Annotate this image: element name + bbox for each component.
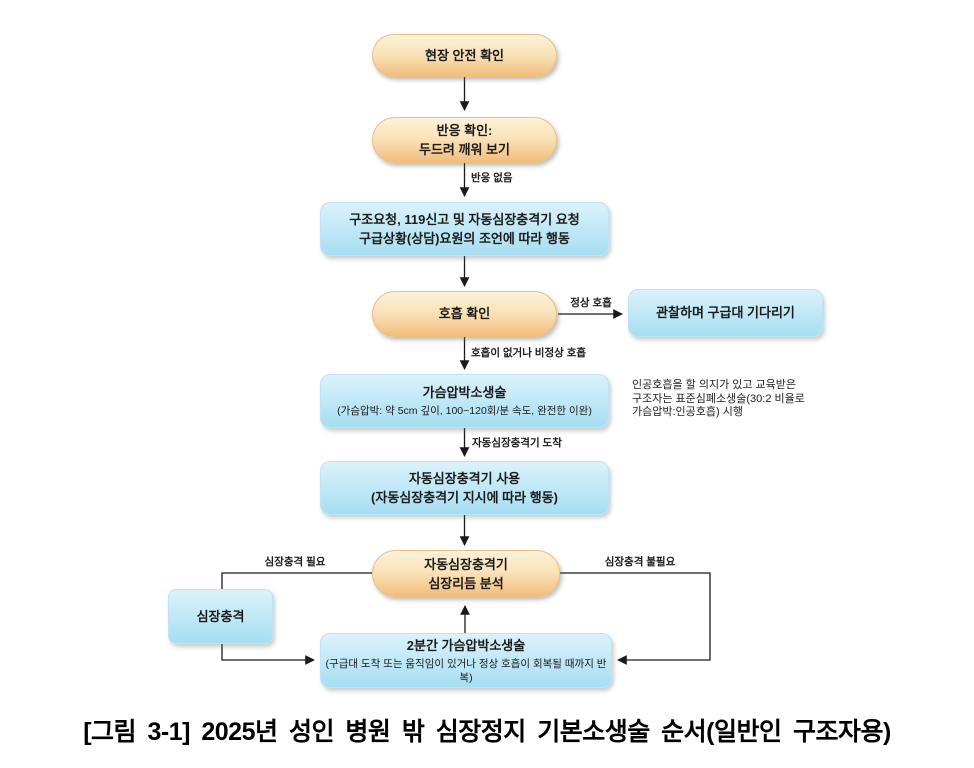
node-chest-compression-subtitle: (가슴압박: 약 5cm 깊이, 100~120회/분 속도, 완전한 이완): [337, 405, 592, 417]
node-aed-use: 자동심장충격기 사용 (자동심장충격기 지시에 따라 행동): [320, 461, 609, 515]
node-rhythm-analysis-line1: 자동심장충격기: [424, 556, 508, 572]
node-call-for-help-line1: 구조요청, 119신고 및 자동심장충격기 요청: [349, 212, 580, 227]
side-note-rescue-breathing: 인공호흡을 할 의지가 있고 교육받은 구조자는 표준심폐소생술(30:2 비율…: [632, 379, 874, 420]
node-chest-compression: 가슴압박소생술 (가슴압박: 약 5cm 깊이, 100~120회/분 속도, …: [320, 374, 609, 428]
node-rhythm-analysis: 자동심장충격기 심장리듬 분석: [372, 550, 560, 597]
side-note-line2: 구조자는 표준심폐소생술(30:2 비율로: [632, 392, 805, 405]
node-call-for-help: 구조요청, 119신고 및 자동심장충격기 요청 구급상황(상담)요원의 조언에…: [320, 202, 609, 256]
edge-label-normal-breathing: 정상 호흡: [570, 297, 612, 309]
edge-shock-not-needed-path: [560, 572, 711, 665]
node-breathing-check: 호흡 확인: [372, 291, 557, 337]
node-call-for-help-line2: 구급상황(상담)요원의 조언에 따라 행동: [359, 231, 570, 246]
side-note-line1: 인공호흡을 할 의지가 있고 교육받은: [632, 379, 797, 391]
node-response-check-line1: 반응 확인:: [436, 123, 493, 138]
figure-caption: [그림 3-1] 2025년 성인 병원 밖 심장정지 기본소생술 순서(일반인…: [83, 718, 891, 746]
node-scene-safety: 현장 안전 확인: [372, 34, 557, 77]
node-chest-compression-title: 가슴압박소생술: [422, 385, 507, 400]
edge-label-shock-not-needed: 심장충격 불필요: [604, 556, 676, 568]
node-scene-safety-label: 현장 안전 확인: [425, 47, 504, 63]
edge-label-shock-needed: 심장충격 필요: [264, 556, 326, 568]
side-note-line3: 가슴압박:인공호흡) 시행: [632, 406, 743, 418]
node-aed-use-line2: (자동심장충격기 지시에 따라 행동): [371, 490, 558, 505]
node-shock: 심장충격: [168, 589, 273, 644]
node-rhythm-analysis-line2: 심장리듬 분석: [428, 575, 504, 591]
node-response-check-line2: 두드려 깨워 보기: [419, 142, 510, 157]
node-cpr-two-min: 2분간 가슴압박소생술 (구급대 도착 또는 움직임이 있거나 정상 호흡이 회…: [320, 633, 612, 688]
node-response-check: 반응 확인: 두드려 깨워 보기: [372, 117, 557, 163]
edge-label-no-or-abnormal-breathing: 호흡이 없거나 비정상 호흡: [471, 347, 587, 359]
node-cpr-two-min-subtitle: (구급대 도착 또는 움직임이 있거나 정상 호흡이 회복될 때까지 반복): [325, 657, 607, 684]
node-aed-use-line1: 자동심장충격기 사용: [408, 471, 521, 486]
edge-label-aed-arrival: 자동심장충격기 도착: [472, 437, 562, 449]
node-cpr-two-min-title: 2분간 가슴압박소생술: [406, 637, 526, 653]
node-shock-label: 심장충격: [196, 608, 245, 624]
node-breathing-check-label: 호흡 확인: [438, 306, 491, 321]
node-observe-wait: 관찰하며 구급대 기다리기: [628, 289, 823, 337]
node-observe-wait-label: 관찰하며 구급대 기다리기: [656, 305, 795, 320]
edge-label-no-response: 반응 없음: [471, 172, 513, 184]
